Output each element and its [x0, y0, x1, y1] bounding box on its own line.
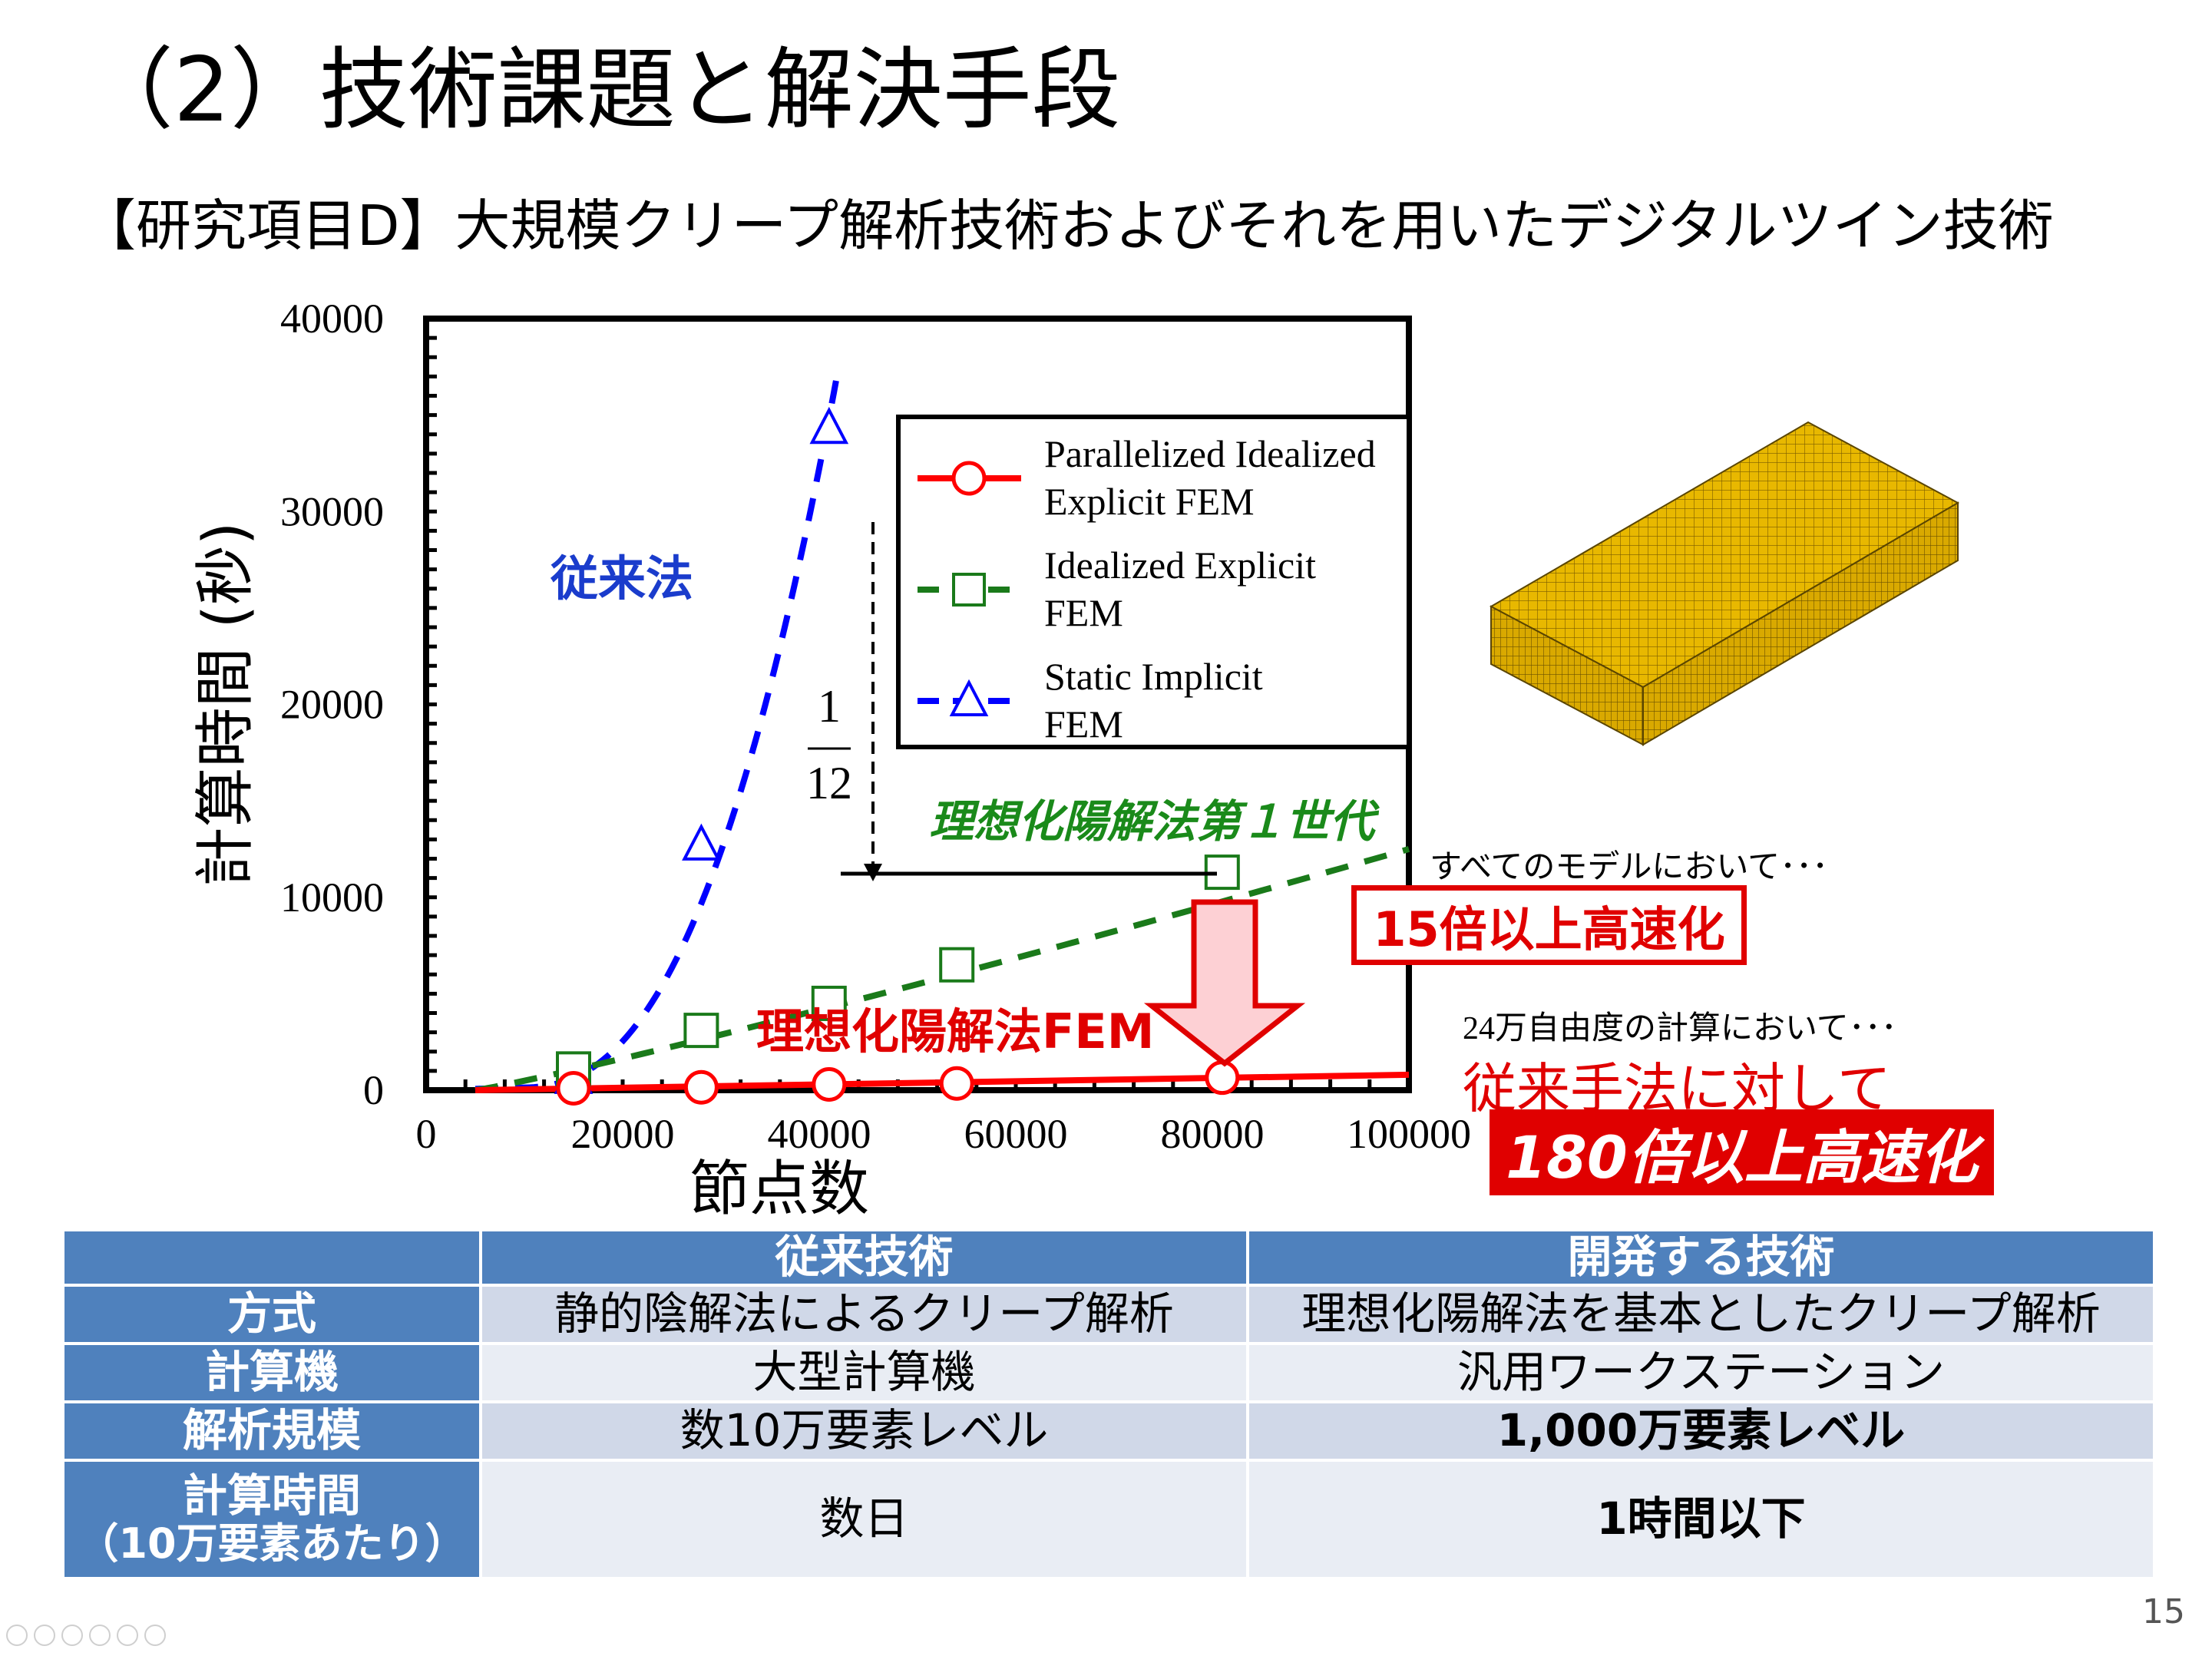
legend-marker-circle: [951, 461, 987, 496]
page-number: 15: [2142, 1592, 2185, 1631]
y-tick-label: 10000: [280, 874, 384, 921]
y-tick-label: 30000: [280, 488, 384, 534]
y-axis-label: 計算時間 (秒): [191, 522, 260, 887]
x-tick-label: 80000: [1161, 1111, 1265, 1157]
annotation-proposed: 理想化陽解法FEM: [756, 1003, 1154, 1059]
chart-svg: 0 10000 20000 30000 40000 0 20000 40000 60000 800…: [191, 296, 1471, 1224]
table-row: 計算機 大型計算機 汎用ワークステーション: [64, 1345, 2153, 1400]
prev-slide-icon[interactable]: [6, 1625, 28, 1646]
annotation-conventional: 従来法: [550, 550, 693, 607]
table-header-developed: 開発する技術: [1249, 1231, 2153, 1284]
cell-conventional: 数日: [482, 1462, 1246, 1577]
x-tick-label: 20000: [571, 1111, 675, 1157]
speedup-15-text: 15倍以上高速化: [1373, 901, 1725, 957]
table-header-row: 従来技術 開発する技術: [64, 1231, 2153, 1284]
legend-marker-square: [952, 573, 986, 607]
marker-circle: [1205, 1060, 1240, 1096]
speedup-180-badge: 180倍以上高速化: [1490, 1109, 1994, 1195]
annotation-gen1: 理想化陽解法第１世代: [929, 795, 1380, 848]
row-label-time: 計算時間 （10万要素あたり）: [64, 1462, 479, 1577]
legend-label-line2: Explicit FEM: [1044, 480, 1255, 523]
y-tick-label: 20000: [280, 682, 384, 728]
table-row: 計算時間 （10万要素あたり） 数日 1時間以下: [64, 1462, 2153, 1577]
table-header-conventional: 従来技術: [482, 1231, 1246, 1284]
legend-label-line1: Static Implicit: [1044, 655, 1263, 698]
marker-square: [811, 985, 847, 1021]
cell-developed: 理想化陽解法を基本としたクリープ解析: [1249, 1287, 2153, 1342]
marker-circle: [812, 1066, 847, 1102]
zoom-icon[interactable]: [117, 1625, 138, 1646]
legend-label-line2: FEM: [1044, 702, 1123, 745]
cell-developed: 汎用ワークステーション: [1249, 1345, 2153, 1400]
pen-icon[interactable]: [61, 1625, 83, 1646]
x-tick-label: 60000: [964, 1111, 1068, 1157]
note-all-models: すべてのモデルにおいて･･･: [1430, 848, 1829, 885]
slides-icon[interactable]: [89, 1625, 111, 1646]
slide-subtitle: 【研究項目D】大規模クリープ解析技術およびそれを用いたデジタルツイン技術: [81, 193, 2054, 258]
legend-label-line1: Parallelized Idealized: [1044, 432, 1376, 475]
mesh-side-face: [1642, 501, 1959, 746]
cell-conventional: 静的陰解法によるクリープ解析: [482, 1287, 1246, 1342]
marker-square: [939, 947, 975, 983]
series-line-static-implicit: [474, 365, 842, 1092]
cell-conventional: 大型計算機: [482, 1345, 1246, 1400]
x-tick-label: 40000: [768, 1111, 871, 1157]
mesh-block-svg: [1489, 421, 1960, 746]
reduction-arrow: [1143, 899, 1306, 1067]
cell-developed: 1時間以下: [1249, 1462, 2153, 1577]
x-tick-label: 100000: [1347, 1111, 1471, 1157]
mesh-model-image: [1482, 407, 1966, 752]
row-label-method: 方式: [64, 1287, 479, 1342]
slide-title: （2）技術課題と解決手段: [84, 38, 1121, 142]
speedup-180-text: 180倍以上高速化: [1506, 1123, 1978, 1192]
marker-triangle: [682, 823, 721, 861]
cell-conventional: 数10万要素レベル: [482, 1403, 1246, 1459]
slide-nav-controls: [6, 1625, 166, 1646]
legend-label-line1: Idealized Explicit: [1044, 544, 1316, 587]
y-tick-label: 0: [363, 1067, 384, 1113]
speedup-15-badge: 15倍以上高速化: [1351, 885, 1747, 965]
note-240k-dof: 24万自由度の計算において･･･: [1463, 1011, 1897, 1046]
marker-circle: [939, 1066, 974, 1101]
x-tick-label: 0: [416, 1111, 437, 1157]
y-tick-label: 40000: [280, 296, 384, 342]
ratio-numerator: 1: [818, 681, 841, 732]
more-icon[interactable]: [144, 1625, 166, 1646]
x-axis-label: 節点数: [689, 1155, 869, 1224]
row-label-time-main: 計算時間: [182, 1469, 361, 1522]
table-row: 方式 静的陰解法によるクリープ解析 理想化陽解法を基本としたクリープ解析: [64, 1287, 2153, 1342]
legend-label-line2: FEM: [1044, 591, 1123, 634]
computation-time-chart: 0 10000 20000 30000 40000 0 20000 40000 60000 800…: [169, 296, 1490, 1224]
legend-marker-triangle: [949, 679, 989, 716]
row-label-computer: 計算機: [64, 1345, 479, 1400]
comparison-table: 従来技術 開発する技術 方式 静的陰解法によるクリープ解析 理想化陽解法を基本と…: [61, 1228, 2156, 1580]
row-label-scale: 解析規模: [64, 1403, 479, 1459]
marker-circle: [683, 1069, 719, 1105]
marker-square: [683, 1013, 719, 1049]
marker-triangle: [809, 406, 849, 445]
table-row: 解析規模 数10万要素レベル 1,000万要素レベル: [64, 1403, 2153, 1459]
next-slide-icon[interactable]: [34, 1625, 55, 1646]
ratio-denominator: 12: [806, 758, 852, 808]
table-header-blank: [64, 1231, 479, 1284]
marker-circle: [556, 1070, 591, 1106]
row-label-time-sub: （10万要素あたり）: [77, 1519, 467, 1568]
cell-developed: 1,000万要素レベル: [1249, 1403, 2153, 1459]
